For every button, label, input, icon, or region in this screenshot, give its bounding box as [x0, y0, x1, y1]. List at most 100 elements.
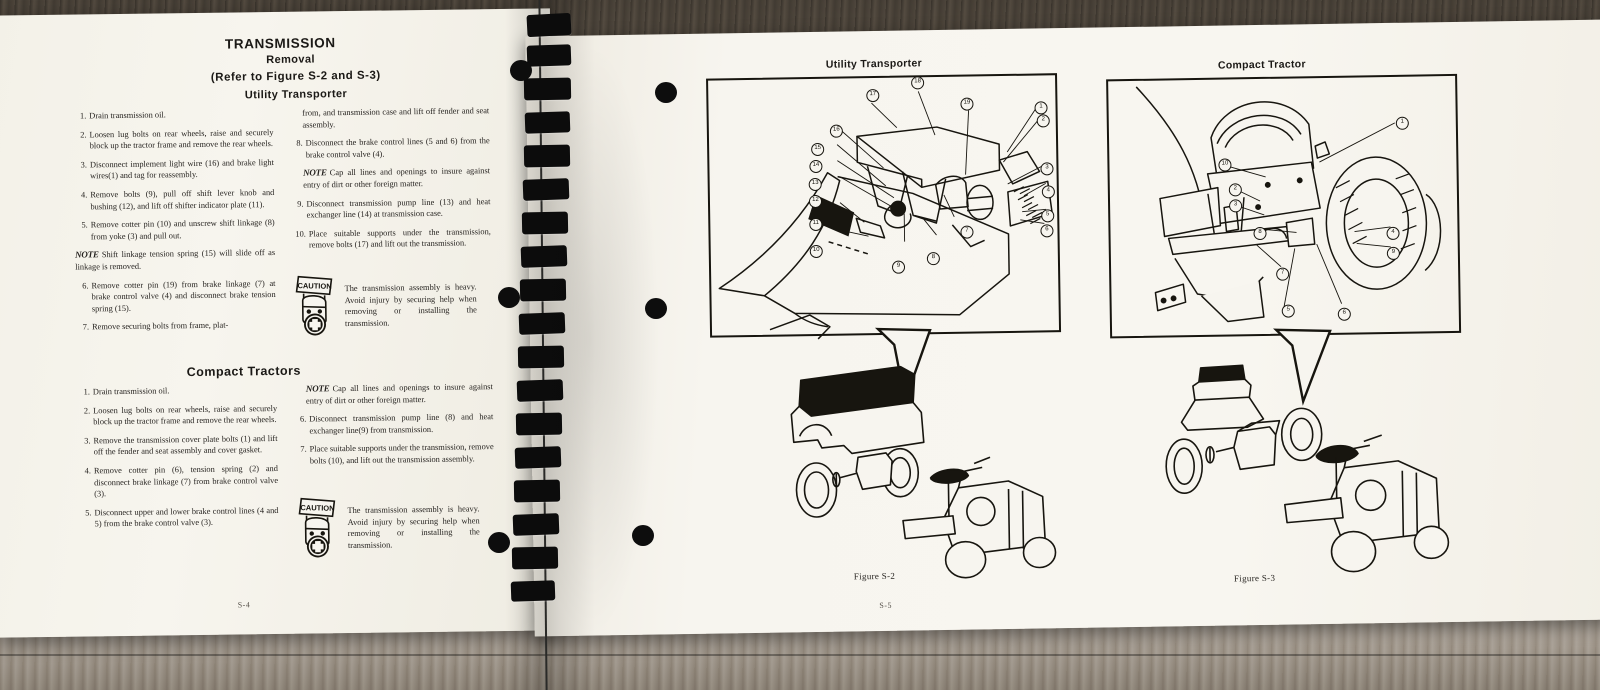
callout-19: 19 [960, 97, 974, 111]
binding-coil [526, 44, 572, 67]
callout-14: 14 [809, 159, 823, 174]
punch-hole [510, 60, 532, 81]
callout-7: 7 [1276, 267, 1290, 281]
punch-hole [632, 525, 654, 546]
figure-caption-s2: Figure S-2 [853, 570, 896, 582]
binding-coil [511, 546, 559, 570]
section-subtitle-refer: (Refer to Figure S-2 and S-3) [210, 69, 381, 84]
callout-18: 18 [911, 76, 925, 90]
step-item: 5. Remove cotter pin (10) and unscrew sh… [81, 218, 275, 242]
note-label: NOTE [75, 249, 99, 260]
callout-4: 4 [1041, 185, 1055, 199]
exploded-assembly-compact-tractor [1165, 364, 1450, 573]
step-item: 2. Loosen lug bolts on rear wheels, rais… [80, 127, 274, 151]
callout-10: 10 [1218, 158, 1232, 172]
callout-2: 2 [1228, 183, 1242, 197]
caution-block-compact: CAUTION The transmission assembly is hea… [294, 493, 480, 559]
caution-text: The transmission assembly is heavy. Avoi… [347, 504, 480, 550]
folio-right: S-5 [879, 600, 893, 611]
step-item: 7. Place suitable supports under the tra… [300, 442, 494, 466]
binding-coil [510, 580, 556, 602]
note-label: NOTE [305, 383, 330, 394]
callout-7: 7 [960, 225, 974, 239]
binding-coil [520, 245, 568, 268]
figure-artwork-utility-transporter [718, 91, 1053, 340]
callout-9: 9 [891, 260, 906, 274]
note-text: Cap all lines and openings to insure aga… [303, 166, 491, 190]
callout-8: 8 [926, 252, 940, 266]
step-item: 1. Drain transmission oil. [83, 386, 170, 397]
section-subtitle-utility-transporter: Utility Transporter [244, 88, 348, 102]
compact-left-column: 1. Drain transmission oil. 2. Loosen lug… [77, 384, 279, 538]
caution-sign-label: CAUTION [297, 281, 331, 291]
punch-hole [498, 287, 520, 308]
callout-3: 3 [1040, 162, 1054, 176]
callout-pointer-compact [1273, 328, 1332, 406]
step-item: 8. Disconnect the brake control lines (5… [296, 136, 490, 160]
caution-sign-label: CAUTION [300, 503, 334, 513]
section-title-compact-tractors: Compact Tractors [186, 363, 301, 380]
binding-coil [512, 513, 560, 536]
step-item: 7. Remove securing bolts from frame, pla… [82, 320, 229, 332]
binding-coil [523, 144, 571, 168]
medical-cross-icon [304, 313, 327, 336]
page-title: TRANSMISSION [224, 35, 336, 52]
callout-12: 12 [808, 194, 823, 209]
binding-coil [526, 12, 572, 38]
step-item: 2. Loosen lug bolts on rear wheels, rais… [83, 403, 278, 427]
right-page: Utility Transporter [525, 19, 1600, 637]
step-item: 1. Drain transmission oil. [79, 110, 166, 121]
punch-hole [655, 82, 677, 103]
caution-icon: CAUTION [294, 495, 341, 560]
caution-text: The transmission assembly is heavy. Avoi… [344, 282, 477, 328]
wood-plank-seam [0, 654, 1600, 656]
figure-callouts-compact-tractor: 1 10 2 3 8 7 5 6 4 9 [525, 20, 1600, 321]
note-label: NOTE [302, 167, 327, 178]
note-text: Shift linkage tension spring (15) will s… [75, 248, 276, 272]
utility-left-column: 1. Drain transmission oil. 2. Loosen lug… [73, 108, 276, 341]
binding-coil [517, 345, 565, 369]
figure-artwork-compact-tractor [1135, 86, 1442, 323]
figure-callouts-utility-transporter: 17 18 19 1 2 3 4 5 6 16 15 14 13 12 11 1… [525, 20, 1600, 274]
exploded-assembly-utility-transporter [790, 365, 1057, 579]
callout-15: 15 [811, 142, 825, 157]
binding-coil [519, 278, 567, 302]
binding-coil [513, 479, 561, 503]
callout-8: 8 [1253, 226, 1267, 241]
binding-coil [521, 211, 569, 235]
note-text: Cap all lines and openings to insure aga… [305, 382, 493, 406]
step-item: 3. Remove the transmission cover plate b… [84, 433, 278, 457]
step-item: 4. Remove cotter pin (6), tension spring… [84, 463, 279, 499]
step-item: 6. Disconnect transmission pump line (8)… [299, 412, 494, 436]
punch-hole [645, 298, 667, 319]
figure-heading-compact-tractor: Compact Tractor [1217, 58, 1306, 72]
spiral-binding [488, 0, 608, 690]
binding-coil [516, 379, 564, 402]
callout-11: 11 [809, 217, 823, 232]
folio-left: S-4 [237, 600, 251, 610]
paragraph-continuation: from, and transmission case and lift off… [302, 106, 490, 130]
binding-coil [522, 178, 570, 201]
figure-caption-s3: Figure S-3 [1233, 572, 1276, 584]
step-item: 5. Disconnect upper and lower brake cont… [85, 505, 279, 529]
binding-coil [514, 446, 562, 469]
binding-coil [524, 111, 571, 134]
step-item: 3. Disconnect implement light wire (16) … [80, 157, 274, 181]
medical-cross-icon [306, 535, 329, 558]
callout-13: 13 [808, 177, 822, 192]
binding-coil [515, 412, 563, 436]
utility-right-column: from, and transmission case and lift off… [289, 105, 491, 259]
step-item: 6. Remove cotter pin (19) from brake lin… [82, 278, 276, 314]
step-item: 4. Remove bolts (9), pull off shift leve… [80, 187, 275, 211]
figure-heading-utility-transporter: Utility Transporter [825, 57, 923, 71]
step-item: 10. Place suitable supports under the tr… [295, 226, 491, 250]
binding-coil [523, 77, 572, 101]
caution-icon: CAUTION [291, 273, 338, 338]
step-item: 9. Disconnect transmission pump line (13… [297, 196, 491, 220]
binding-coil [518, 312, 566, 335]
